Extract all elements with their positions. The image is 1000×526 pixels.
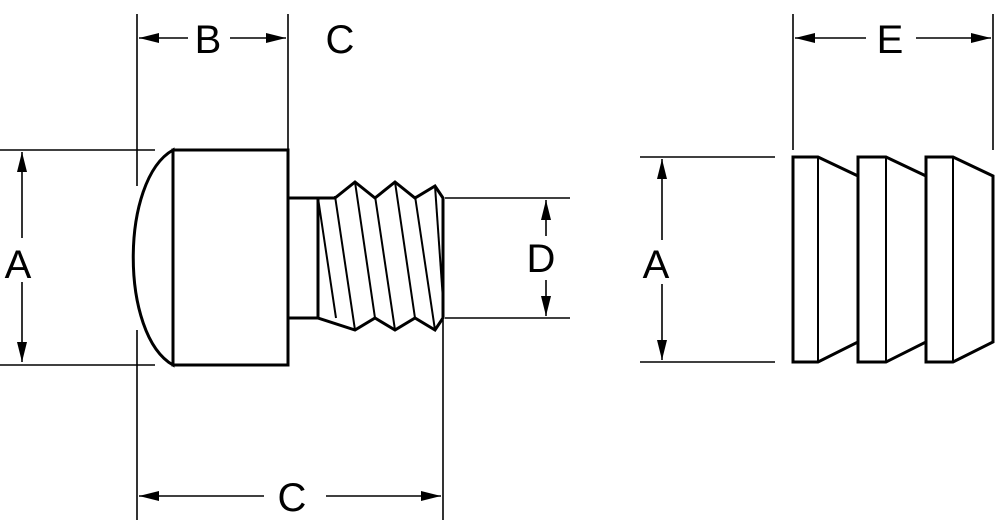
label-b: B bbox=[195, 18, 222, 62]
thread-lines bbox=[317, 181, 444, 331]
screw-shank bbox=[286, 196, 320, 320]
dimension-e: E bbox=[795, 16, 991, 62]
label-d: D bbox=[527, 237, 556, 281]
dimension-c-bottom: C bbox=[139, 474, 441, 520]
dimension-a-plug: A bbox=[640, 159, 680, 360]
dimension-b: B bbox=[139, 16, 286, 62]
dimension-a-screw: A bbox=[4, 152, 40, 362]
label-a-plug: A bbox=[643, 243, 670, 287]
label-a-screw: A bbox=[5, 243, 32, 287]
screw-head bbox=[171, 148, 290, 367]
label-c-top: C bbox=[326, 18, 355, 62]
plug-segment-1 bbox=[791, 155, 860, 364]
screw-view: A B C D C bbox=[0, 14, 570, 520]
label-e: E bbox=[877, 18, 904, 62]
dimension-d: D bbox=[524, 200, 568, 316]
plug-segment-3 bbox=[924, 155, 995, 364]
plug-view: A E bbox=[640, 14, 995, 364]
plug-segment-2 bbox=[856, 155, 928, 364]
screw-dome bbox=[131, 147, 175, 368]
label-c-bottom: C bbox=[278, 476, 307, 520]
